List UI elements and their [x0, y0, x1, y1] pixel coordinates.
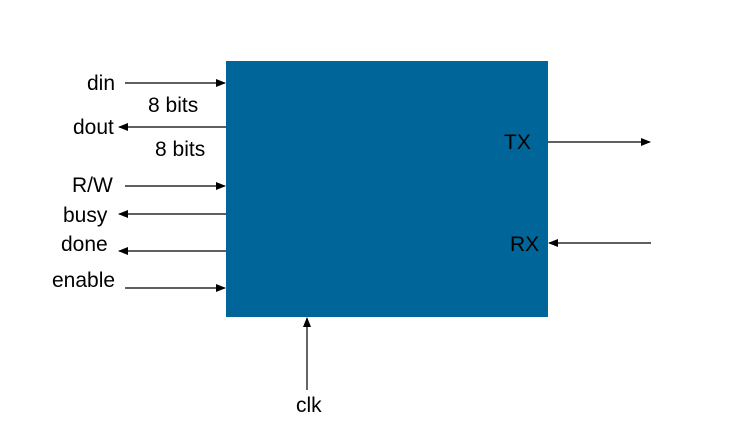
rw-label: R/W — [72, 174, 113, 197]
tx-label: TX — [504, 131, 531, 154]
uart-block — [226, 61, 548, 317]
din-label: din — [87, 72, 116, 95]
rx-label: RX — [510, 233, 540, 256]
enable-label: enable — [52, 269, 116, 292]
dout-label: dout — [73, 116, 114, 139]
dout-width-label: 8 bits — [155, 138, 206, 161]
busy-label: busy — [63, 204, 108, 227]
clk-label: clk — [296, 394, 322, 417]
din-width-label: 8 bits — [148, 94, 199, 117]
done-label: done — [61, 233, 108, 256]
